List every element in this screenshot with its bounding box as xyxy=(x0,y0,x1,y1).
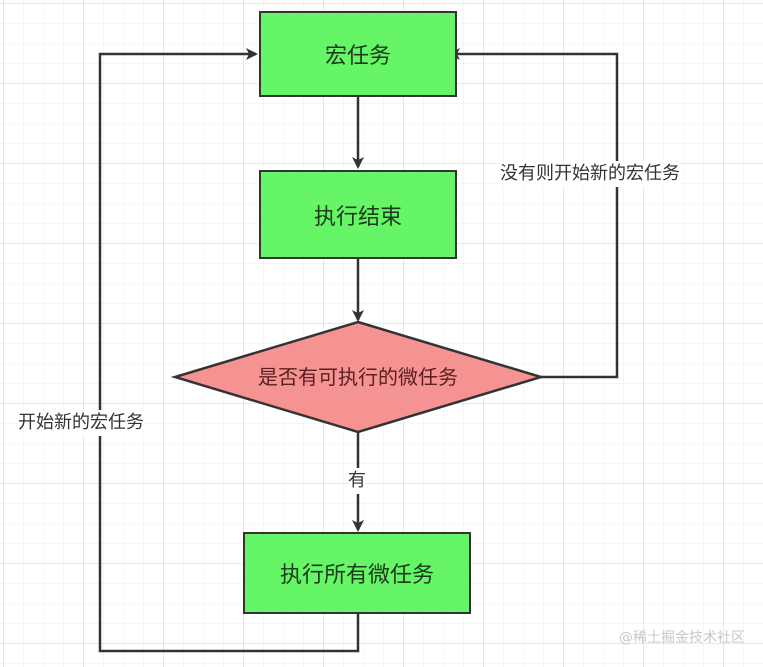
edge-micro-to-macro xyxy=(98,48,360,653)
edge-label-none-start-new: 没有则开始新的宏任务 xyxy=(500,161,680,187)
execution-end-node: 执行结束 xyxy=(259,170,457,259)
edge-label-start-new: 开始新的宏任务 xyxy=(18,410,144,436)
run-all-micro-text: 执行所有微任务 xyxy=(279,563,434,588)
decision-diamond xyxy=(170,320,546,434)
macro-task-text: 宏任务 xyxy=(324,44,391,69)
execution-end-text: 执行结束 xyxy=(313,204,402,230)
edge-label-yes: 有 xyxy=(348,468,366,494)
watermark: @稀土掘金技术社区 xyxy=(619,630,745,646)
run-all-micro-node: 执行所有微任务 xyxy=(243,532,471,614)
edge-decision-no-to-macro xyxy=(448,48,619,379)
decision-text: 是否有可执行的微任务 xyxy=(258,365,458,389)
macro-task-node: 宏任务 xyxy=(259,11,457,97)
